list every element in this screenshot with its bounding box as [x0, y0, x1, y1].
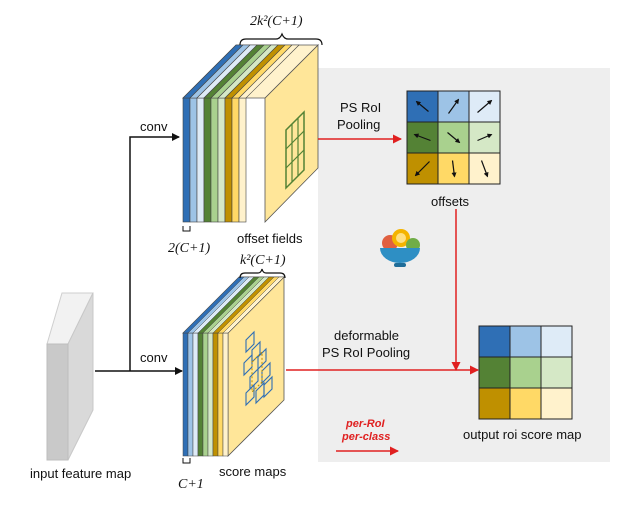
deformable-label-1: deformable — [334, 328, 399, 343]
offset-channel — [231, 97, 240, 223]
score-channel — [207, 332, 214, 457]
offset-channel-top — [238, 44, 300, 99]
offset-width-math: 2(C+1) — [168, 241, 210, 256]
score-maps-stack — [182, 276, 285, 457]
output-cell — [478, 325, 511, 358]
per-roi-label: per-RoI — [345, 418, 385, 430]
output-cell — [540, 325, 573, 358]
score-deform-box — [243, 353, 253, 377]
offset-grid-line — [285, 130, 305, 150]
conv-connections — [95, 133, 183, 375]
offset-fields-stack — [182, 44, 319, 223]
output-cell — [509, 356, 542, 389]
offset-fields-label: offset fields — [237, 231, 303, 246]
score-deform-box — [245, 330, 255, 354]
score-channel — [187, 332, 194, 457]
offsets-grid — [406, 90, 501, 185]
score-channel — [222, 332, 229, 457]
deformable-label-2: PS RoI Pooling — [322, 345, 410, 360]
score-width-math: C+1 — [178, 477, 204, 492]
score-depth-brace — [239, 268, 286, 279]
score-channel — [217, 332, 224, 457]
bowl-icon — [380, 229, 420, 267]
offset-channel — [217, 97, 226, 223]
per-class-label: per-class — [341, 431, 390, 443]
offset-channel — [203, 97, 212, 223]
score-width-tick — [182, 458, 191, 464]
offset-channel — [224, 97, 233, 223]
conv-bottom-label: conv — [140, 350, 168, 365]
output-cell — [478, 387, 511, 420]
output-cell — [540, 387, 573, 420]
offset-arrow-icon — [448, 98, 460, 114]
ps-roi-pooling-label-1: PS RoI — [340, 100, 381, 115]
score-roi-box — [251, 350, 263, 394]
output-cell — [509, 387, 542, 420]
conv-top-label: conv — [140, 119, 168, 134]
offset-arrow-icon — [447, 132, 461, 144]
score-deform-box — [263, 375, 273, 399]
offset-width-tick — [182, 226, 191, 232]
offset-depth-math: 2k²(C+1) — [250, 14, 303, 29]
input-feature-map — [46, 292, 94, 461]
output-roi-score-map — [478, 325, 573, 420]
offset-arrow-icon — [414, 161, 430, 177]
offset-arrow-icon — [413, 133, 431, 142]
score-depth-math: k²(C+1) — [240, 253, 286, 268]
offset-arrow-icon — [415, 100, 429, 112]
offsets-label: offsets — [431, 194, 470, 209]
offset-channel — [182, 97, 191, 223]
output-cell — [509, 325, 542, 358]
offset-arrow-icon — [480, 160, 489, 178]
score-channel — [212, 332, 219, 457]
offset-channel — [210, 97, 219, 223]
offset-channel — [189, 97, 198, 223]
offset-arrow-icon — [477, 133, 493, 142]
ps-roi-pooling-label-2: Pooling — [337, 117, 380, 132]
score-channel — [182, 332, 189, 457]
score-deform-box — [245, 383, 255, 407]
score-maps-label: score maps — [219, 464, 287, 479]
output-cell — [540, 356, 573, 389]
score-channel-top — [222, 276, 285, 334]
offset-grid-line — [285, 149, 305, 169]
input-feature-map-label: input feature map — [30, 466, 131, 481]
score-channel — [197, 332, 204, 457]
output-cell — [478, 356, 511, 389]
score-deform-box — [249, 367, 259, 391]
offset-arrow-icon — [477, 99, 493, 113]
score-channel — [202, 332, 209, 457]
score-channel — [192, 332, 199, 457]
offset-depth-brace — [239, 32, 323, 46]
offset-channel — [238, 97, 247, 223]
offset-channel — [196, 97, 205, 223]
score-deform-box — [257, 347, 267, 371]
offset-arrow-icon — [451, 160, 457, 178]
output-score-map-label: output roi score map — [463, 427, 582, 442]
